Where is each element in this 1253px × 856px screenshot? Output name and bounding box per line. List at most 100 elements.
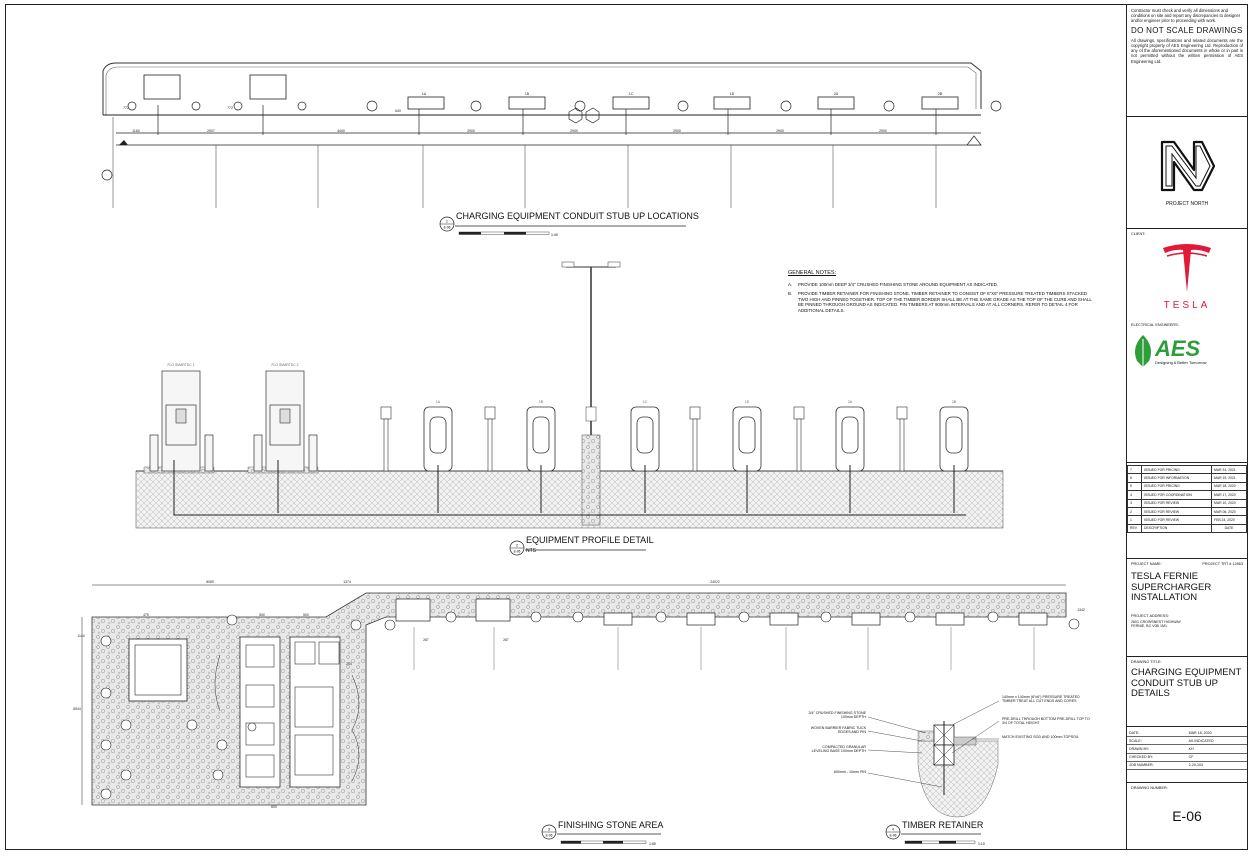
stall-label: 1C bbox=[629, 92, 634, 96]
project-address: 2601 CROWSNEST HIGHWAY FERNIE, BC V0B 1M… bbox=[1131, 619, 1181, 628]
disclaimer-section: Contractor must check and verify all dim… bbox=[1127, 5, 1247, 117]
stall-label: 1B bbox=[539, 400, 544, 404]
detail-scale: 1:40 bbox=[551, 233, 558, 237]
info-row: SCALE:AS INDICATED bbox=[1127, 736, 1247, 746]
engineer-label: ELECTRICAL ENGINEERS: bbox=[1131, 323, 1179, 327]
dim-text: 287 bbox=[503, 638, 509, 642]
info-value: MAR 18, 2020 bbox=[1186, 729, 1247, 738]
revision-desc: ISSUED FOR PRICING bbox=[1141, 464, 1212, 475]
drawing-number-label: DRAWING NUMBER: bbox=[1131, 786, 1168, 790]
info-value: KH bbox=[1186, 744, 1247, 754]
detail-4-section bbox=[867, 700, 1000, 818]
north-label: PROJECT NORTH bbox=[1165, 201, 1209, 207]
note-text: PROVIDE 100mm DEEP 3/4" CRUSHED FINISHIN… bbox=[798, 281, 999, 287]
detail-scale: 1:10 bbox=[978, 842, 985, 846]
rev-header-rev: REV bbox=[1127, 523, 1142, 534]
revision-date: FEB 24, 2020 bbox=[1211, 515, 1247, 525]
stall-label: 1D bbox=[730, 92, 735, 96]
note-item: B. PROVIDE TIMBER RETAINER FOR FINISHING… bbox=[788, 291, 1098, 313]
detail-2-scale: NTS bbox=[526, 548, 536, 554]
dim-text: 1160 bbox=[132, 129, 140, 133]
dim-text: 2900 bbox=[570, 129, 578, 133]
dim-text: 2907 bbox=[207, 129, 215, 133]
dim-text: 2900 bbox=[673, 129, 681, 133]
info-key: JOB NUMBER: bbox=[1127, 761, 1187, 770]
detail-2-profile: FLO SMARTDC 1 FLO SMARTDC 2 1A 1B 1C 1D … bbox=[135, 261, 1004, 529]
revision-desc: ISSUED FOR REVIEW bbox=[1141, 515, 1212, 525]
dim-text: 6544 bbox=[73, 707, 81, 711]
pedestal-label: FLO SMARTDC 2 bbox=[271, 363, 298, 367]
callout-predrill: PRE-DRILL THROUGH BOTTOM PRE-DRILL TOP T… bbox=[1002, 717, 1090, 726]
detail-2-title: EQUIPMENT PROFILE DETAIL bbox=[526, 535, 654, 545]
dim-text: 4400 bbox=[337, 129, 345, 133]
dim-text: 2900 bbox=[879, 129, 887, 133]
dim-text: 475 bbox=[143, 613, 149, 617]
detail-sheet: E-06 bbox=[444, 226, 451, 230]
dim-text: 1374 bbox=[343, 580, 351, 584]
dim-text: 772 bbox=[227, 106, 233, 110]
revision-desc: ISSUED FOR INFORMATION bbox=[1141, 473, 1212, 483]
detail-3-plan: 8089 1374 24022 475 500 500 1144 6544 21… bbox=[73, 580, 1085, 809]
revision-date: MAR 19, 2021 bbox=[1211, 473, 1247, 483]
drawing-title-section: DRAWING TITLE: CHARGING EQUIPMENT CONDUI… bbox=[1127, 657, 1247, 727]
info-row: DRAWN BY:KH bbox=[1127, 744, 1247, 754]
revision-rev: 2 bbox=[1127, 506, 1142, 517]
detail-num: 3 bbox=[548, 828, 550, 832]
revision-date: MAR 06, 2020 bbox=[1211, 506, 1247, 517]
detail-1-title-symbol: 1 E-06 1:40 bbox=[439, 216, 686, 237]
drawing-number-section: DRAWING NUMBER: E-06 bbox=[1127, 783, 1247, 849]
revision-rev: 1 bbox=[1127, 515, 1142, 525]
info-key: DRAWN BY: bbox=[1127, 744, 1187, 754]
revision-desc: ISSUED FOR COORDINATION bbox=[1141, 490, 1212, 500]
dim-text: 24022 bbox=[710, 580, 720, 584]
stall-label: 2B bbox=[952, 400, 957, 404]
client-label: CLIENT: bbox=[1131, 232, 1146, 236]
dim-text: 500 bbox=[303, 613, 309, 617]
drawing-title-label: DRAWING TITLE: bbox=[1131, 660, 1162, 664]
info-key: DATE: bbox=[1127, 729, 1187, 738]
detail-3-title: FINISHING STONE AREA bbox=[558, 820, 664, 830]
drawing-title: CHARGING EQUIPMENT CONDUIT STUB UP DETAI… bbox=[1131, 667, 1242, 699]
section-marker-icon bbox=[966, 135, 982, 146]
revision-desc: ISSUED FOR REVIEW bbox=[1141, 506, 1212, 517]
engineer-tagline: Designing A Better Tomorrow bbox=[1155, 359, 1207, 365]
note-letter: B. bbox=[788, 291, 793, 297]
detail-4-title: TIMBER RETAINER bbox=[902, 820, 984, 830]
stall-label: 1C bbox=[643, 400, 648, 404]
detail-sheet: E-06 bbox=[546, 834, 553, 838]
callout-sod: MATCH EXISTING SOD AND 100mm TOPSOIL bbox=[1002, 735, 1079, 739]
note-item: A. PROVIDE 100mm DEEP 3/4" CRUSHED FINIS… bbox=[788, 282, 1098, 288]
revision-date: MAR 17, 2020 bbox=[1211, 490, 1247, 500]
callout-base: COMPACTED GRANULAR LEVELING BASE 100mm D… bbox=[811, 745, 866, 754]
project-name-label: PROJECT NAME: bbox=[1131, 562, 1162, 566]
rev-header-date: DATE bbox=[1211, 523, 1247, 534]
stall-label: 2A bbox=[848, 400, 853, 404]
north-arrow-icon bbox=[1160, 140, 1216, 192]
pedestal-label: FLO SMARTDC 1 bbox=[167, 363, 194, 367]
detail-1-dimensions: 1160 2907 4400 2900 2900 2900 2900 2900 … bbox=[123, 92, 943, 133]
dim-text: 1144 bbox=[77, 634, 84, 638]
dim-text: 772 bbox=[123, 106, 129, 110]
revision-date: MAR 10, 2020 bbox=[1211, 498, 1247, 508]
dim-text: 1342 bbox=[1077, 608, 1085, 612]
info-key: CHECKED BY: bbox=[1127, 753, 1187, 762]
callout-stone: 3/4" CRUSHED FINISHING STONE 100mm DEPTH bbox=[808, 711, 866, 720]
detail-2-title-symbol: 2 E-06 bbox=[509, 540, 646, 556]
dim-text: 2900 bbox=[467, 129, 475, 133]
dim-text: 500 bbox=[259, 613, 265, 617]
revisions-header: REV DESCRIPTION DATE bbox=[1127, 523, 1247, 534]
revision-date: MAR 31, 2021 bbox=[1211, 464, 1247, 475]
stall-label: 1D bbox=[745, 400, 750, 404]
revision-rev: 3 bbox=[1127, 498, 1142, 508]
copyright-text: All drawings, specifications and related… bbox=[1131, 37, 1243, 64]
detail-num: 1 bbox=[446, 220, 448, 224]
rev-header-desc: DESCRIPTION bbox=[1141, 523, 1212, 534]
detail-num: 4 bbox=[892, 828, 894, 832]
dim-text: 287 bbox=[423, 638, 429, 642]
info-value: 2-20-103 bbox=[1186, 761, 1247, 770]
